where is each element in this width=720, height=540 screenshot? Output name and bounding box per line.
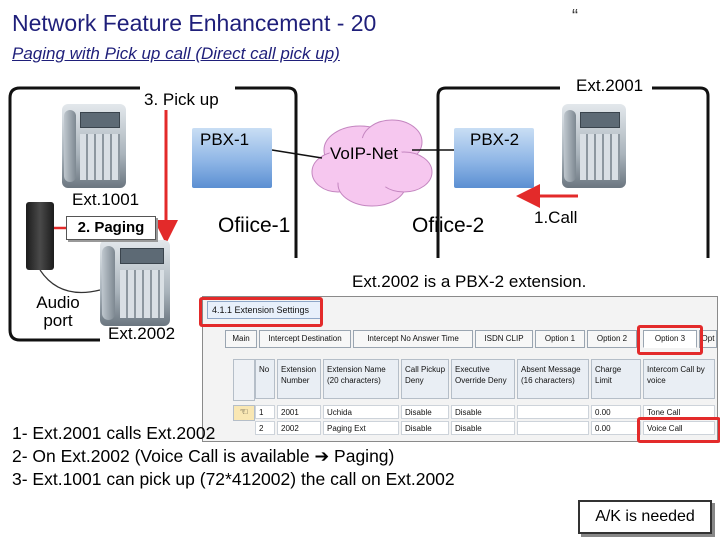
- phone-ext2002-icon: [100, 240, 170, 326]
- highlight-voice-call: [637, 417, 720, 443]
- page-subtitle: Paging with Pick up call (Direct call pi…: [12, 44, 340, 63]
- col-no: No: [255, 359, 275, 399]
- row2-pickup[interactable]: Disable: [401, 421, 449, 435]
- page-title: Network Feature Enhancement - 20: [12, 10, 377, 36]
- step-notes: 1- Ext.2001 calls Ext.2002 2- On Ext.200…: [12, 422, 455, 491]
- paging-label: 2. Paging: [66, 216, 156, 240]
- site1-top-line: [235, 86, 298, 258]
- pbx1-label: PBX-1: [200, 130, 250, 149]
- row1-charge[interactable]: 0.00: [591, 405, 641, 419]
- tab-main[interactable]: Main: [225, 330, 257, 348]
- voip-cloud: [311, 119, 433, 207]
- row1-no: 1: [255, 405, 275, 419]
- row2-no: 2: [255, 421, 275, 435]
- call-label: 1.Call: [534, 208, 578, 227]
- row1-ext[interactable]: 2001: [277, 405, 321, 419]
- extension-settings-screenshot: 4.1.1 Extension Settings Main Intercept …: [199, 296, 720, 443]
- row1-absent[interactable]: [517, 405, 589, 419]
- row1-name[interactable]: Uchida: [323, 405, 399, 419]
- col-pickup-deny: Call Pickup Deny: [401, 359, 449, 399]
- highlight-window-title: [199, 297, 323, 327]
- office1-label: Ofiice-1: [218, 214, 291, 237]
- office2-label: Ofiice-2: [412, 214, 485, 237]
- phone-ext2001-icon: [562, 104, 626, 188]
- row2-absent[interactable]: [517, 421, 589, 435]
- pbx2-box: [454, 128, 534, 188]
- row1-override[interactable]: Disable: [451, 405, 515, 419]
- tab-option1[interactable]: Option 1: [535, 330, 585, 348]
- row2-ext[interactable]: 2002: [277, 421, 321, 435]
- pbx2-label: PBX-2: [470, 130, 520, 149]
- row2-charge[interactable]: 0.00: [591, 421, 641, 435]
- col-absent-msg: Absent Message (16 characters): [517, 359, 589, 399]
- pointer-hand-icon: ☜: [233, 405, 255, 421]
- col-ext-number: Extension Number: [277, 359, 321, 399]
- ext2001-label: Ext.2001: [576, 76, 644, 95]
- tab-opt[interactable]: Opt: [699, 330, 717, 348]
- col-override-deny: Executive Override Deny: [451, 359, 515, 399]
- site2-right-line: [652, 86, 710, 258]
- note-step1: 1- Ext.2001 calls Ext.2002: [12, 423, 216, 443]
- site1-boundary: [8, 86, 140, 342]
- ak-needed-badge: A/K is needed: [578, 500, 712, 534]
- voip-label: VoIP-Net: [330, 144, 399, 163]
- tab-option2[interactable]: Option 2: [587, 330, 637, 348]
- col-charge-limit: Charge Limit: [591, 359, 641, 399]
- col-ext-name: Extension Name (20 characters): [323, 359, 399, 399]
- row1-pickup[interactable]: Disable: [401, 405, 449, 419]
- note-step3: 3- Ext.1001 can pick up (72*412002) the …: [12, 469, 455, 489]
- highlight-option3-tab: [637, 325, 703, 355]
- site2-boundary: [436, 86, 560, 258]
- tab-intercept-no-answer[interactable]: Intercept No Answer Time: [353, 330, 473, 348]
- col-intercom-voice: Intercom Call by voice: [643, 359, 715, 399]
- row2-intercom[interactable]: Voice Call: [643, 421, 715, 435]
- row2-name[interactable]: Paging Ext: [323, 421, 399, 435]
- phone-ext1001-icon: [62, 104, 126, 188]
- ext2002-label: Ext.2002: [108, 324, 176, 343]
- quote-mark: “: [572, 6, 578, 26]
- tab-intercept-destination[interactable]: Intercept Destination: [259, 330, 351, 348]
- audio-port-label: Audio port: [36, 293, 80, 330]
- audio-speaker-icon: [26, 202, 54, 270]
- ext1001-label: Ext.1001: [72, 190, 140, 209]
- tab-option3[interactable]: Option 3: [643, 330, 697, 348]
- pbx1-box: [192, 128, 272, 188]
- pickup-label: 3. Pick up: [144, 90, 219, 109]
- row2-override[interactable]: Disable: [451, 421, 515, 435]
- pbx2-extension-note: Ext.2002 is a PBX-2 extension.: [352, 272, 587, 291]
- note-step2: 2- On Ext.2002 (Voice Call is available …: [12, 446, 395, 466]
- tab-isdn-clip[interactable]: ISDN CLIP: [475, 330, 533, 348]
